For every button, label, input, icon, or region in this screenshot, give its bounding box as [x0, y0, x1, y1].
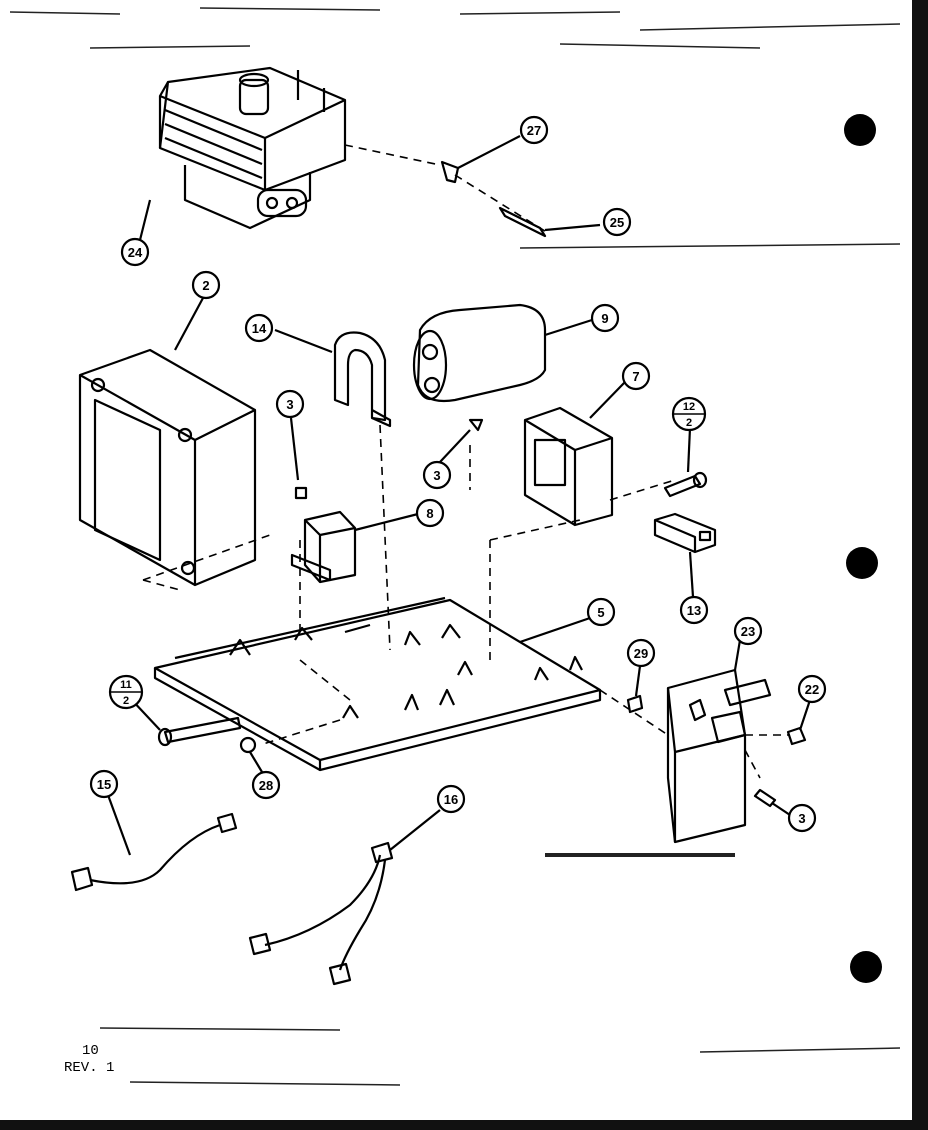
callout-27-circle — [519, 115, 549, 145]
leader-5 — [519, 616, 591, 644]
screw-part-12 — [663, 474, 702, 498]
leader-23 — [733, 639, 742, 671]
callout-25-circle — [602, 207, 632, 237]
leader-12 — [686, 427, 692, 473]
leader-14 — [274, 328, 333, 354]
leader-3a — [289, 417, 300, 481]
screw-head-11 — [157, 727, 173, 747]
leader-27 — [457, 135, 521, 169]
leader-24 — [138, 199, 152, 241]
callout-16-label: 16 — [444, 792, 458, 807]
callout-9-label: 9 — [601, 311, 608, 326]
wire-harness-15 — [70, 812, 238, 892]
switch-part-8 — [290, 510, 357, 584]
callout-27-label: 27 — [527, 123, 541, 138]
leader-29 — [634, 665, 642, 697]
callout-16-circle — [436, 784, 466, 814]
scan-border-bottom — [0, 1120, 928, 1130]
leader-16 — [389, 809, 441, 851]
punch-hole-middle — [846, 547, 878, 579]
callout-22-circle — [797, 674, 827, 704]
leader-8 — [354, 512, 419, 532]
split-callout-dividers — [110, 413, 705, 693]
callout-8-label: 8 — [426, 506, 433, 521]
page-number: 10 — [82, 1043, 99, 1059]
screw-part-3b — [468, 418, 484, 432]
callout-22-label: 22 — [805, 682, 819, 697]
magnetron-part — [158, 66, 347, 230]
transformer-part — [78, 348, 257, 587]
callout-11-bottom-label: 2 — [123, 695, 129, 707]
callout-5-label: 5 — [597, 605, 604, 620]
callout-11-top-label: 11 — [120, 679, 132, 691]
punch-hole-bottom — [850, 951, 882, 983]
base-plate-part — [153, 596, 602, 772]
terminal-part-13 — [653, 512, 717, 554]
clip-part-27 — [440, 160, 460, 184]
wire-harness-16 — [248, 841, 394, 986]
leader-15 — [106, 794, 132, 856]
screw-part-25 — [498, 206, 547, 238]
scan-noise-top — [9, 7, 901, 1086]
callout-13-circle — [679, 595, 709, 625]
leader-7 — [589, 381, 626, 419]
callout-3b-circle — [422, 460, 452, 490]
callout-24-circle — [120, 237, 150, 267]
leader-28 — [249, 751, 263, 773]
bracket-part-14 — [333, 331, 392, 428]
callout-3a-label: 3 — [286, 397, 293, 412]
dashed-guides — [142, 144, 790, 779]
callout-24-label: 24 — [128, 245, 143, 260]
revision-label: REV. 1 — [64, 1060, 115, 1076]
callout-14-circle — [244, 313, 274, 343]
leader-2 — [174, 297, 204, 351]
callout-3c-circle — [787, 803, 817, 833]
callout-12-bottom-label: 2 — [686, 417, 692, 429]
callout-3c-label: 3 — [798, 811, 805, 826]
callout-3a-circle — [275, 389, 305, 419]
callout-8-circle — [415, 498, 445, 528]
callout-3b-label: 3 — [433, 468, 440, 483]
fuse-part-22 — [786, 726, 807, 746]
callout-7-circle — [621, 361, 651, 391]
screw-head-12 — [692, 471, 708, 489]
leader-22 — [798, 699, 812, 731]
screw-part-3c — [753, 788, 777, 808]
callout-23-label: 23 — [741, 624, 755, 639]
board-part-23 — [666, 668, 772, 844]
callout-12-top-label: 12 — [683, 401, 695, 413]
capacitor-part — [412, 303, 547, 403]
scan-border-right — [912, 0, 928, 1130]
leader-3b — [439, 429, 471, 463]
leader-3c — [771, 802, 791, 816]
leader-13 — [688, 551, 695, 598]
callout-28-circle — [251, 770, 281, 800]
callout-9-circle — [590, 303, 620, 333]
callout-labels: 24 27 25 2 14 9 3 3 7 8 13 5 29 23 22 28… — [97, 123, 819, 826]
small-transformer-part — [523, 406, 614, 527]
punch-hole-top — [844, 114, 876, 146]
callout-5-circle — [586, 597, 616, 627]
leader-25 — [544, 223, 601, 232]
screw-part-11 — [163, 716, 242, 744]
callout-7-label: 7 — [632, 369, 639, 384]
callout-2-circle — [191, 270, 221, 300]
callout-15-circle — [89, 769, 119, 799]
callout-23-circle — [733, 616, 763, 646]
callout-14-label: 14 — [252, 321, 267, 336]
callout-13-label: 13 — [687, 603, 701, 618]
callout-28-label: 28 — [259, 778, 273, 793]
callout-29-circle — [626, 638, 656, 668]
callout-group — [89, 115, 827, 833]
washer-part-28 — [239, 736, 257, 754]
nut-part-29 — [626, 694, 644, 714]
callout-25-label: 25 — [610, 215, 624, 230]
callout-2-label: 2 — [202, 278, 209, 293]
callout-29-label: 29 — [634, 646, 648, 661]
screw-part-3a — [294, 486, 308, 500]
leader-9 — [544, 318, 593, 337]
callout-15-label: 15 — [97, 777, 111, 792]
